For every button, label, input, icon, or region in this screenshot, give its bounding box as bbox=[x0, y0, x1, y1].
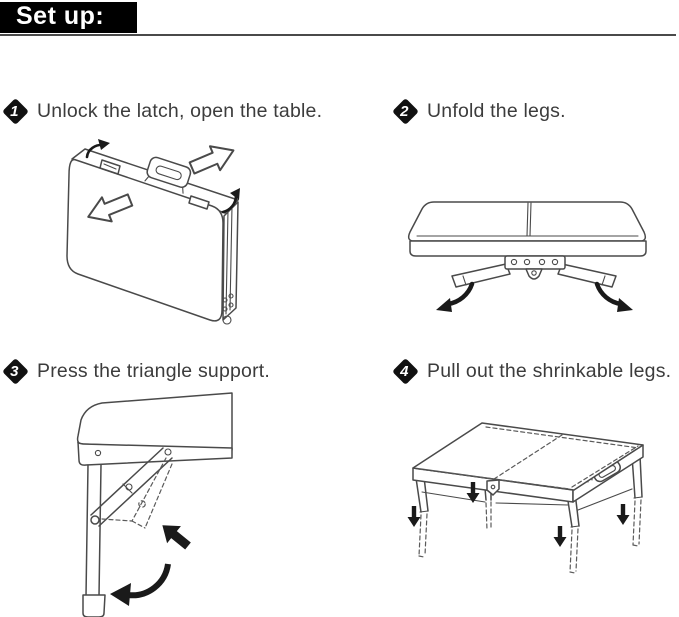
step-4-label: Pull out the shrinkable legs. bbox=[427, 360, 672, 382]
right-latch bbox=[188, 195, 210, 210]
brace-top-rivet bbox=[164, 448, 172, 456]
step-2-label: Unfold the legs. bbox=[427, 100, 566, 122]
corner-skirt bbox=[77, 441, 233, 466]
step-2-heading: 2 Unfold the legs. bbox=[392, 98, 566, 125]
extend-arrow-front-right bbox=[553, 526, 567, 547]
tabletop-legs-unfolding-drawing bbox=[407, 201, 647, 312]
leg-foot-cap bbox=[82, 594, 106, 617]
center-hinge-bracket bbox=[504, 255, 566, 280]
step-4-heading: 4 Pull out the shrinkable legs. bbox=[392, 358, 671, 385]
leg-right bbox=[631, 455, 643, 547]
leg-swing-curved-arrow bbox=[110, 563, 171, 606]
extend-arrow-center bbox=[466, 482, 480, 503]
triangle-support-brace bbox=[90, 447, 173, 527]
left-leg-folded bbox=[451, 263, 511, 288]
open-outline-arrow-upright bbox=[188, 145, 235, 175]
fold-seam bbox=[493, 434, 563, 480]
leg-front-right bbox=[567, 500, 580, 574]
step-2-illustration bbox=[392, 172, 677, 320]
table-skirt bbox=[409, 240, 647, 257]
step-1-number-icon: 1 bbox=[2, 98, 29, 125]
step-4-illustration bbox=[360, 390, 679, 617]
brace-pivot-rivet bbox=[90, 515, 100, 525]
press-solid-arrow bbox=[162, 525, 191, 550]
tabletop-corner-surface bbox=[76, 392, 233, 451]
table-leg bbox=[82, 464, 106, 617]
header-divider bbox=[0, 34, 676, 36]
header-banner: Set up: bbox=[0, 2, 137, 33]
unfold-curved-arrow-left bbox=[436, 281, 475, 312]
leg-center-front bbox=[484, 487, 492, 531]
step-3-number-icon: 3 bbox=[2, 358, 29, 385]
extend-arrow-left bbox=[407, 506, 421, 527]
step-1-illustration bbox=[40, 130, 320, 340]
tabletop-surface bbox=[412, 422, 644, 491]
assembled-table-drawing bbox=[407, 422, 644, 574]
right-leg-folded bbox=[557, 263, 617, 288]
step-3-label: Press the triangle support. bbox=[37, 360, 271, 382]
extend-arrow-right bbox=[616, 504, 630, 525]
triangle-support-closeup-drawing bbox=[76, 392, 233, 617]
fold-seam bbox=[526, 202, 532, 237]
front-edge-trim bbox=[417, 468, 571, 490]
unlock-curved-arrow-right bbox=[221, 188, 240, 214]
step-3-heading: 3 Press the triangle support. bbox=[2, 358, 270, 385]
open-outline-arrow-downleft bbox=[87, 193, 134, 223]
leg-left bbox=[415, 476, 429, 558]
step-1-label: Unlock the latch, open the table. bbox=[37, 100, 323, 122]
page-title: Set up: bbox=[16, 2, 105, 30]
step-1-heading: 1 Unlock the latch, open the table. bbox=[2, 98, 322, 125]
step-4-number-icon: 4 bbox=[392, 358, 419, 385]
front-hinge-clasp bbox=[486, 479, 500, 496]
case-front-face bbox=[66, 158, 224, 322]
brace-folded-position-dashed bbox=[101, 457, 173, 529]
step-3-illustration bbox=[20, 390, 320, 617]
folded-table-case-drawing bbox=[66, 139, 240, 325]
carry-handle bbox=[144, 156, 192, 194]
unlock-curved-arrow-left bbox=[85, 139, 110, 159]
step-2-number-icon: 2 bbox=[392, 98, 419, 125]
corner-hinge bbox=[222, 315, 232, 325]
unfold-curved-arrow-right bbox=[594, 281, 633, 312]
